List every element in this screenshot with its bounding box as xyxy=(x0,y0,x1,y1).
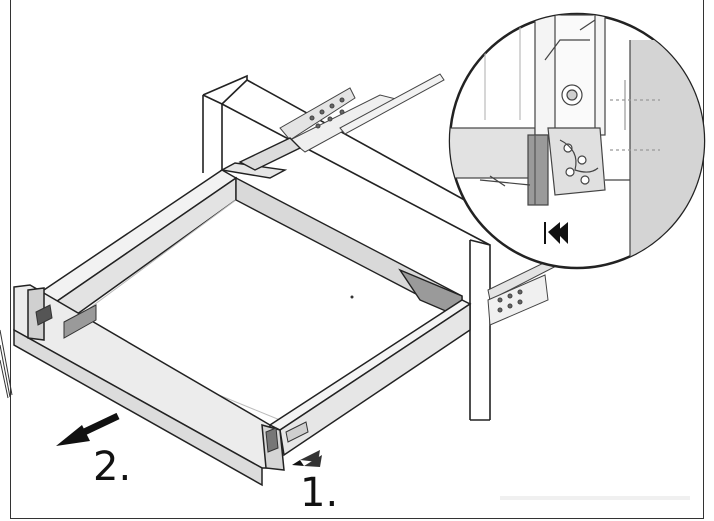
cabinet-runner-right xyxy=(487,254,565,326)
step-1-label: 1. xyxy=(300,470,339,516)
press-arrow-icon xyxy=(292,450,322,467)
release-lever-left xyxy=(35,304,97,339)
cabinet-runner-left xyxy=(279,73,445,153)
step-2-label: 2. xyxy=(93,444,132,490)
drawer-dot xyxy=(350,295,354,299)
drawer-back-wall xyxy=(219,137,302,179)
callout-lines xyxy=(0,329,13,399)
release-lever-right xyxy=(265,421,309,453)
inset-arrow-icon xyxy=(544,222,568,244)
diagram-frame xyxy=(10,0,704,519)
pull-arrow-icon xyxy=(56,412,120,446)
